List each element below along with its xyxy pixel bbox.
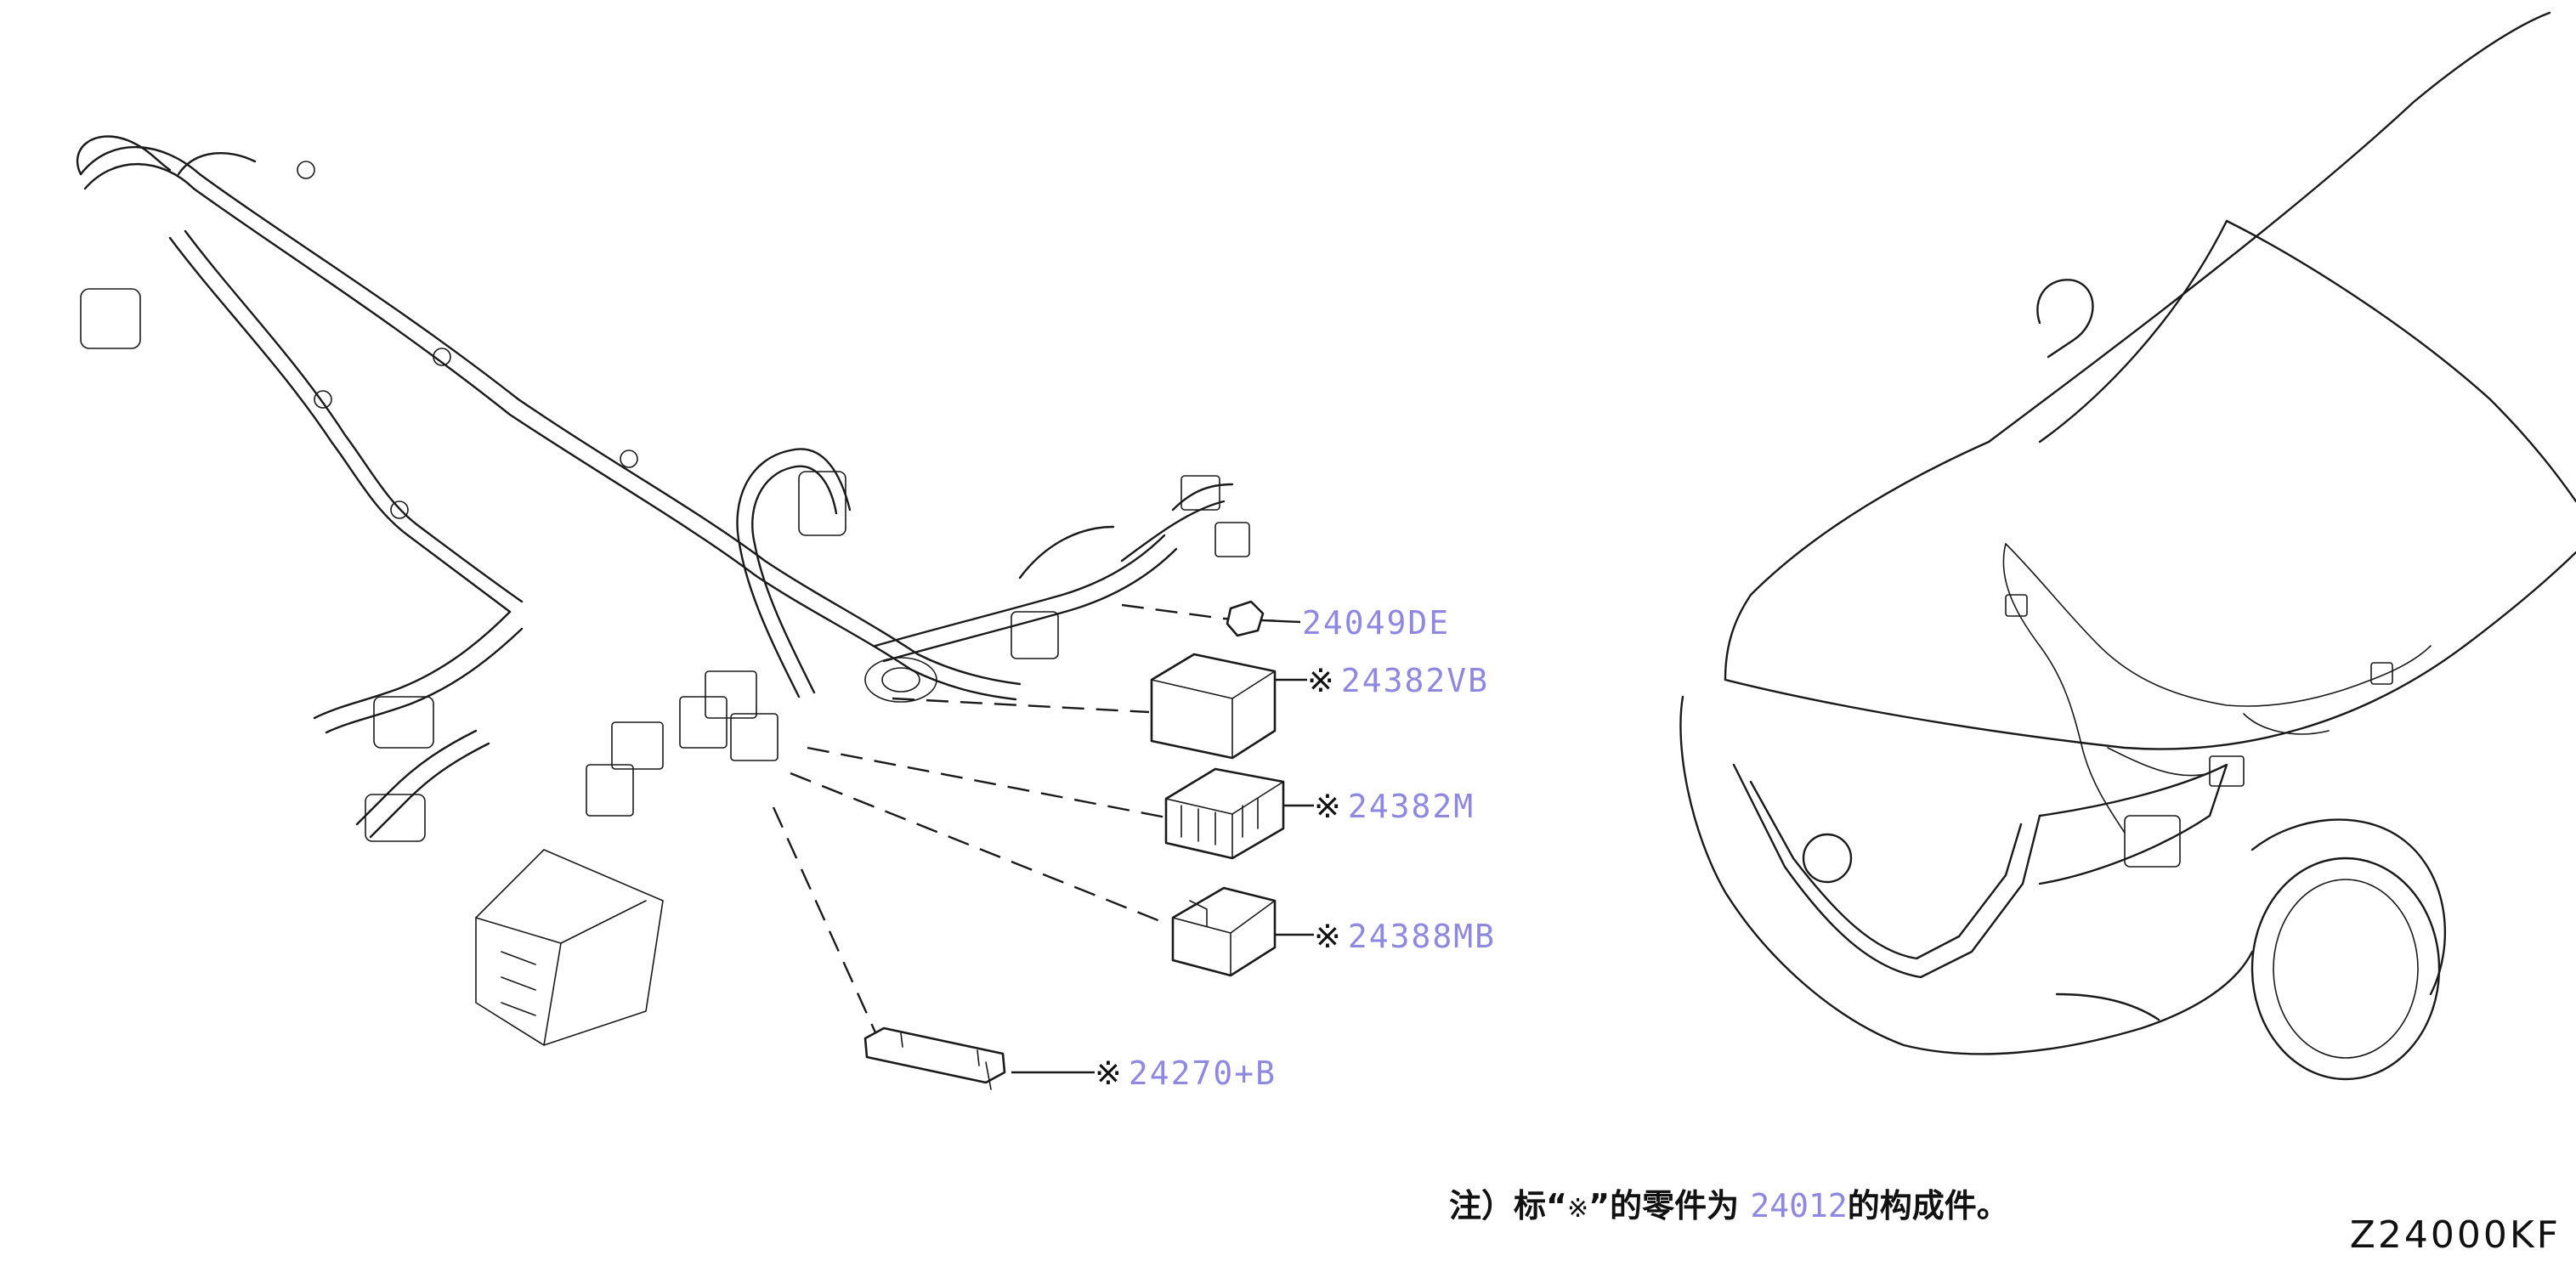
part-link-24382m[interactable]: 24382M	[1347, 788, 1475, 825]
vehicle-location-view	[1679, 11, 2576, 1081]
engine-room-harness	[76, 135, 1250, 1046]
component-mark: ※	[1314, 918, 1343, 955]
bolt-part	[1226, 600, 1276, 637]
note-middle: ”的零件为	[1588, 1187, 1751, 1224]
part-link-24388mb[interactable]: 24388MB	[1347, 918, 1496, 955]
note-reference-link[interactable]: 24012	[1750, 1187, 1848, 1224]
part-link-24382vb[interactable]: 24382VB	[1340, 662, 1489, 699]
part-link-24049de[interactable]: 24049DE	[1302, 604, 1451, 642]
callout-24382vb: ※24382VB	[1307, 664, 1489, 697]
diagram-code: Z24000KF	[2349, 1213, 2561, 1257]
component-note: 注）标“※”的零件为 24012的构成件。	[1449, 1190, 2009, 1222]
component-mark: ※	[1314, 788, 1343, 825]
note-suffix: 的构成件。	[1847, 1187, 2009, 1224]
callout-24270b: ※24270+B	[1095, 1057, 1277, 1089]
box-upper-part	[1164, 767, 1285, 860]
callout-24049de: 24049DE	[1302, 607, 1450, 639]
callout-24388mb: ※24388MB	[1314, 920, 1496, 953]
bracket-part	[863, 1026, 1006, 1090]
callout-24382m: ※24382M	[1314, 790, 1475, 823]
leader-lines	[772, 603, 1314, 1074]
component-mark: ※	[1307, 662, 1336, 699]
component-mark: ※	[1095, 1055, 1124, 1092]
part-link-24270b[interactable]: 24270+B	[1128, 1055, 1277, 1092]
cover-part	[1150, 653, 1277, 760]
small-parts	[863, 600, 1285, 1090]
note-prefix: 注）标“	[1449, 1187, 1567, 1224]
box-lower-part	[1171, 886, 1277, 977]
note-symbol: ※	[1566, 1194, 1589, 1224]
